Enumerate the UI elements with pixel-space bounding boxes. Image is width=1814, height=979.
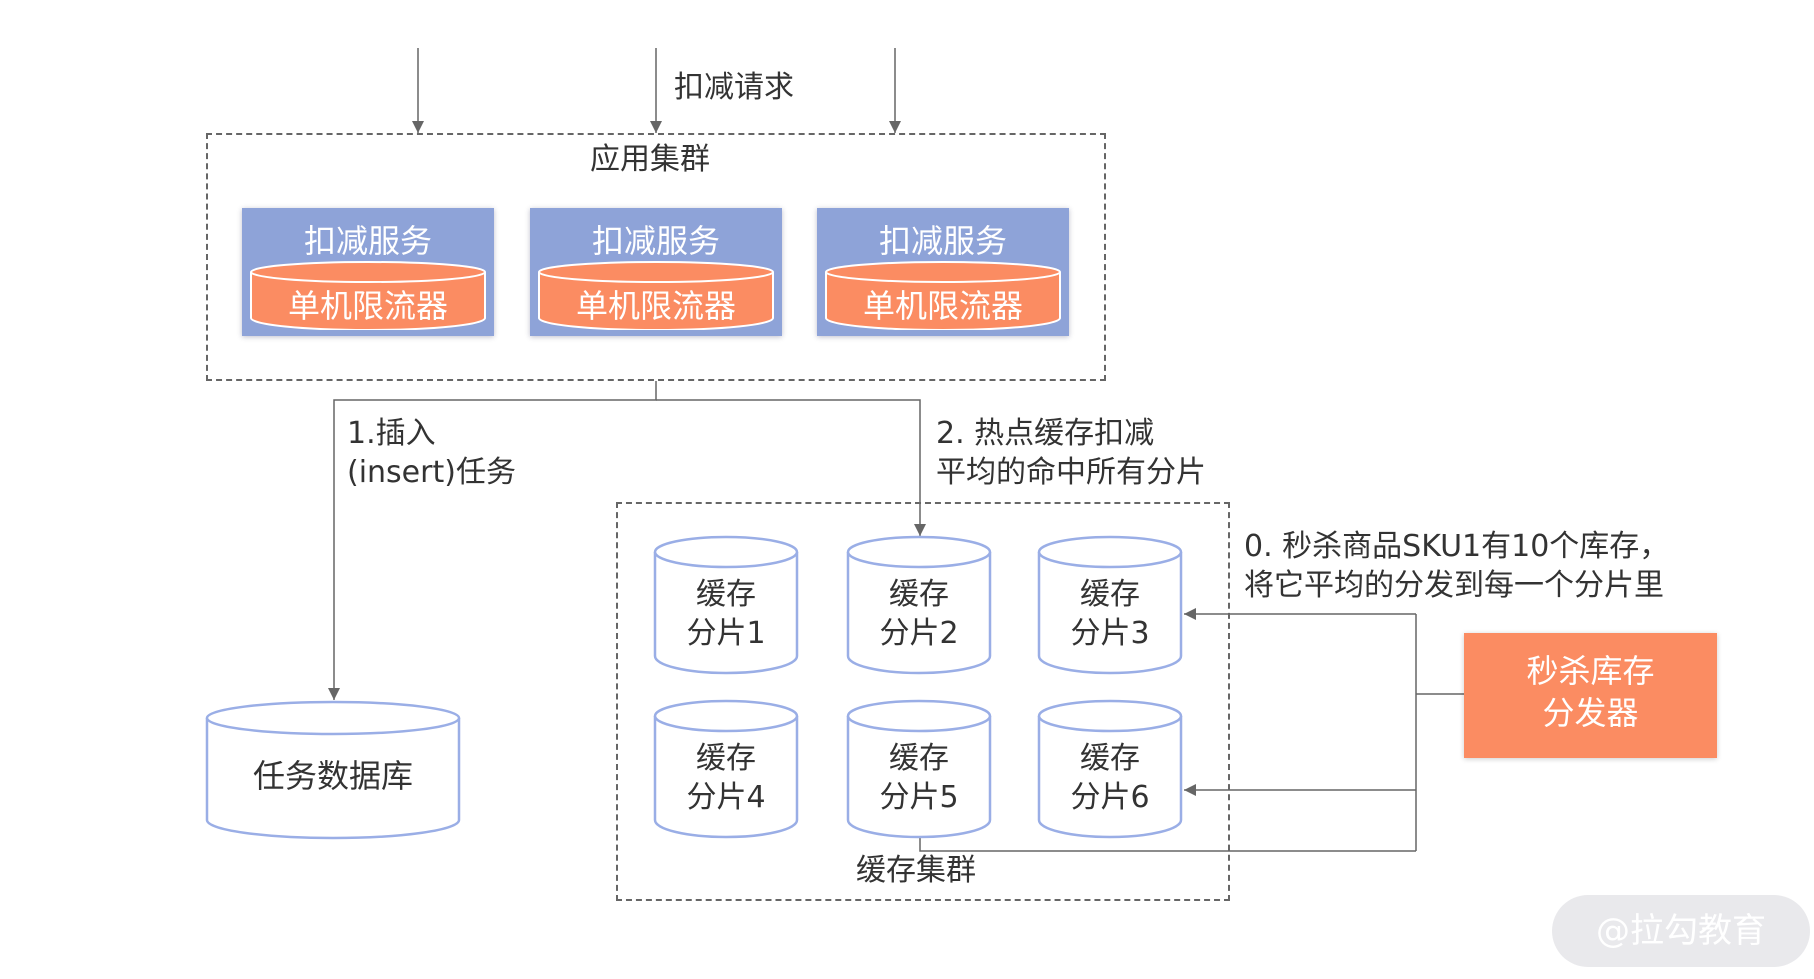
cache-shard-label: 缓存分片4 [652, 739, 800, 817]
step1-label: 1.插入 (insert)任务 [347, 414, 516, 492]
shard-line2: 分片2 [879, 616, 959, 651]
cache-shard-label: 缓存分片1 [652, 575, 800, 653]
step2-line1: 2. 热点缓存扣减 [936, 416, 1155, 451]
shard-line2: 分片1 [686, 616, 766, 651]
rate-limiter-label: 单机限流器 [287, 287, 448, 325]
cache-shard-6: 缓存分片6 [1036, 698, 1184, 840]
cache-cluster-box [616, 502, 1230, 901]
step2-label: 2. 热点缓存扣减 平均的命中所有分片 [936, 414, 1206, 492]
deduct-service-2: 扣减服务 单机限流器 [530, 208, 782, 336]
shard-line1: 缓存 [1080, 741, 1140, 776]
cache-shard-label: 缓存分片5 [845, 739, 993, 817]
service-title: 扣减服务 [878, 222, 1007, 260]
shard-line2: 分片4 [686, 780, 766, 815]
shard-line1: 缓存 [696, 741, 756, 776]
shard-line1: 缓存 [889, 741, 949, 776]
step0-line1: 0. 秒杀商品SKU1有10个库存， [1244, 529, 1670, 564]
hot-cache-line [656, 399, 926, 536]
shard-line1: 缓存 [696, 577, 756, 612]
cache-shard-1: 缓存分片1 [652, 534, 800, 676]
shard-line2: 分片5 [879, 780, 959, 815]
shard-line2: 分片3 [1070, 616, 1150, 651]
cache-shard-label: 缓存分片3 [1036, 575, 1184, 653]
shard-line2: 分片6 [1070, 780, 1150, 815]
branch-line [328, 381, 657, 700]
shard-line1: 缓存 [1080, 577, 1140, 612]
cache-shard-4: 缓存分片4 [652, 698, 800, 840]
service-title: 扣减服务 [591, 222, 720, 260]
rate-limiter: 单机限流器 [824, 260, 1062, 330]
deduct-service-1: 扣减服务 单机限流器 [242, 208, 494, 336]
rate-limiter: 单机限流器 [537, 260, 775, 330]
app-cluster-title: 应用集群 [590, 142, 710, 177]
cache-cluster-title: 缓存集群 [856, 853, 976, 888]
cache-shard-label: 缓存分片6 [1036, 739, 1184, 817]
app-cluster-box [206, 133, 1106, 381]
cache-shard-2: 缓存分片2 [845, 534, 993, 676]
cache-shard-5: 缓存分片5 [845, 698, 993, 840]
inventory-dispatcher: 秒杀库存 分发器 [1464, 633, 1717, 758]
step2-line2: 平均的命中所有分片 [936, 455, 1206, 490]
cache-shard-label: 缓存分片2 [845, 575, 993, 653]
step1-line2: (insert)任务 [347, 455, 516, 490]
shard-line1: 缓存 [889, 577, 949, 612]
cache-shard-3: 缓存分片3 [1036, 534, 1184, 676]
service-title: 扣减服务 [303, 222, 432, 260]
request-label: 扣减请求 [674, 70, 794, 105]
step0-line2: 将它平均的分发到每一个分片里 [1244, 568, 1664, 603]
dispatcher-line1: 秒杀库存 [1526, 652, 1655, 690]
deduct-service-3: 扣减服务 单机限流器 [817, 208, 1069, 336]
dispatcher-line2: 分发器 [1542, 693, 1639, 732]
rate-limiter: 单机限流器 [249, 260, 487, 330]
rate-limiter-label: 单机限流器 [862, 287, 1023, 325]
task-database-label: 任务数据库 [252, 757, 413, 795]
rate-limiter-label: 单机限流器 [575, 287, 736, 325]
step0-label: 0. 秒杀商品SKU1有10个库存， 将它平均的分发到每一个分片里 [1244, 527, 1669, 605]
task-database: 任务数据库 [204, 698, 462, 840]
watermark-logo: @拉勾教育 [1552, 895, 1810, 967]
step1-line1: 1.插入 [347, 416, 436, 451]
